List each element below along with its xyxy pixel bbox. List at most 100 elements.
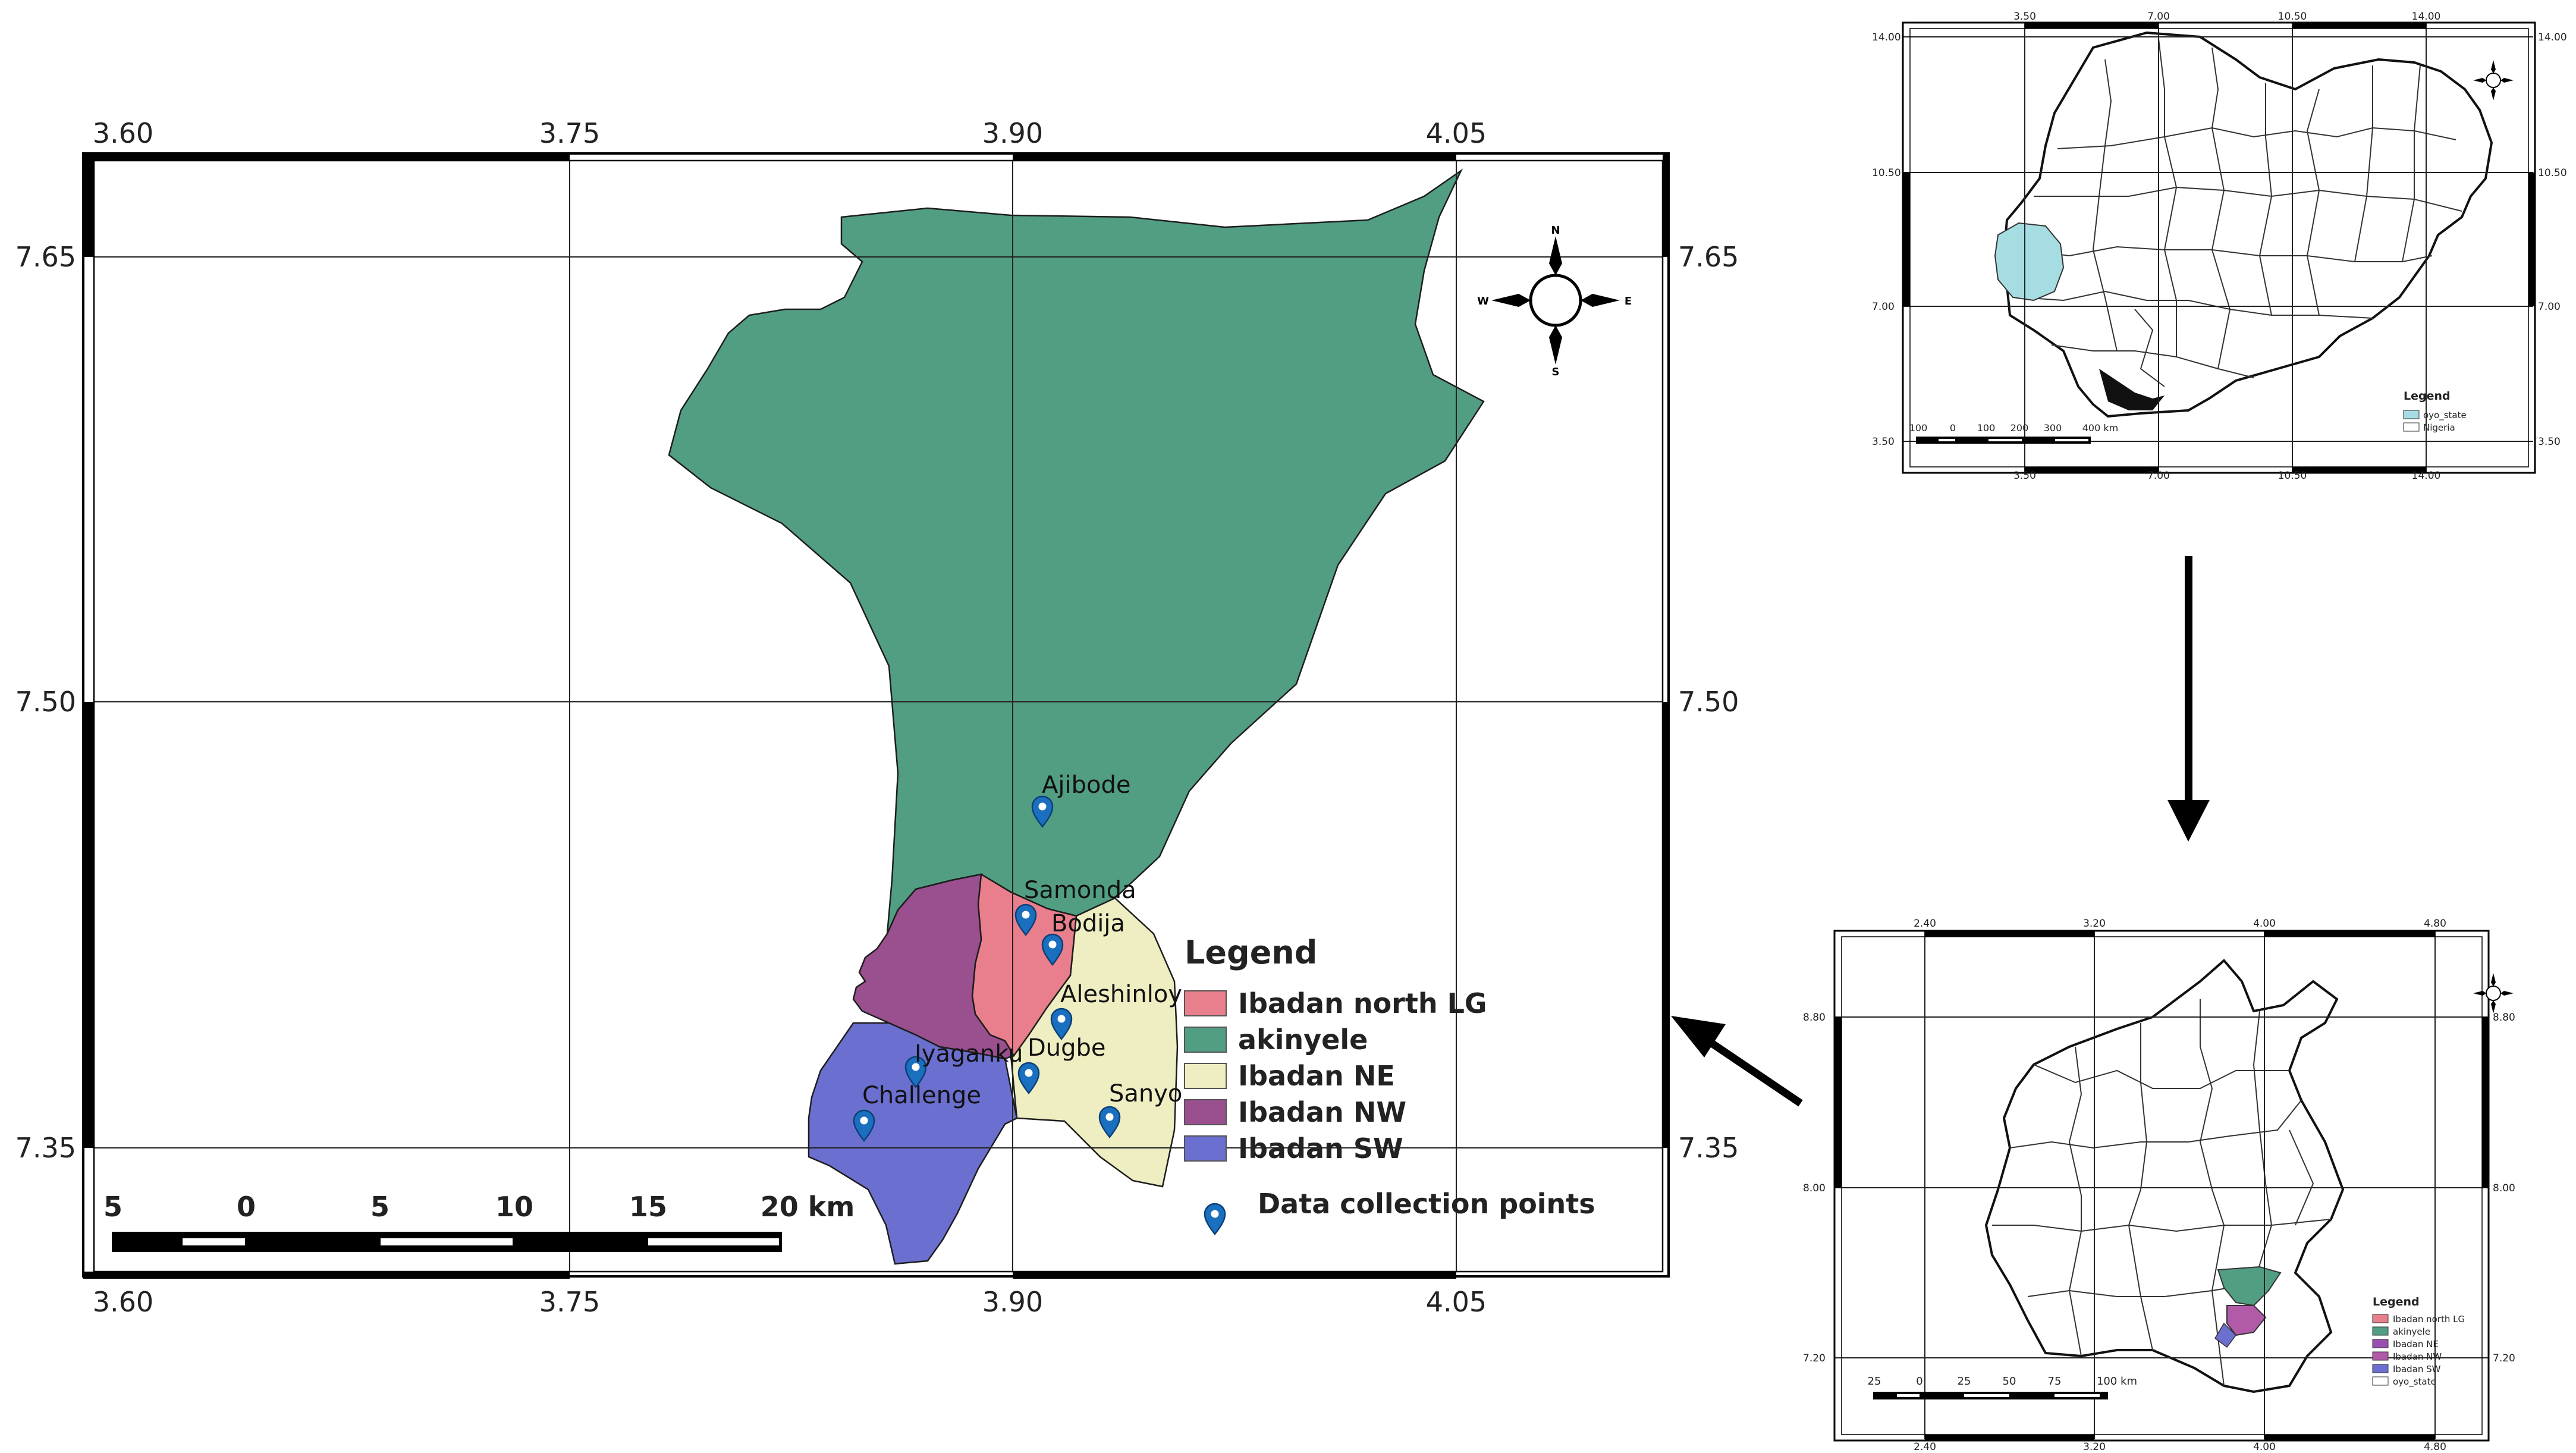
legend-swatch xyxy=(1184,1099,1227,1125)
left-tick: 7.50 xyxy=(15,686,76,718)
legend-label: akinyele xyxy=(1238,1024,1368,1056)
oyo-legend: Legend Ibadan north LG akinyele Ibadan N… xyxy=(2372,1295,2465,1388)
bottom-tick: 10.50 xyxy=(2278,470,2307,482)
data-collection-points: Ajibode Samonda Bodija Aleshinloy Dugbe … xyxy=(853,771,1182,1142)
legend-item: akinyele xyxy=(1184,1024,1368,1056)
top-tick: 4.05 xyxy=(1426,117,1487,149)
legend-swatch xyxy=(1184,1027,1227,1053)
right-tick: 7.00 xyxy=(2538,301,2561,313)
point-label: Bodija xyxy=(1051,910,1125,937)
legend-label: Ibadan north LG xyxy=(1238,987,1487,1019)
legend-item: Ibadan NW xyxy=(1184,1096,1406,1128)
legend-label: Ibadan NW xyxy=(1238,1096,1406,1128)
main-legend: Legend Ibadan north LG akinyele Ibadan N… xyxy=(1174,934,1595,1235)
oyo-state-outline xyxy=(1984,959,2345,1394)
scale-label: 0 xyxy=(1950,422,1956,434)
left-tick: 7.20 xyxy=(1803,1352,1826,1364)
bottom-tick: 14.00 xyxy=(2412,470,2441,482)
bottom-tick: 3.20 xyxy=(2083,1441,2106,1453)
point-label: Sanyo xyxy=(1109,1080,1182,1107)
point-label: Challenge xyxy=(862,1082,981,1109)
scale-label: 100 km xyxy=(2097,1375,2137,1388)
scale-label: 0 xyxy=(237,1191,256,1223)
legend-swatch xyxy=(2372,1351,2389,1361)
right-tick: 3.50 xyxy=(2538,436,2561,448)
top-tick: 3.75 xyxy=(539,117,600,149)
compass-north: N xyxy=(1551,224,1560,237)
scale-label: 400 km xyxy=(2082,422,2118,434)
top-tick: 4.00 xyxy=(2253,918,2276,930)
scale-label: 200 xyxy=(2010,422,2029,434)
legend-label: Ibadan NE xyxy=(2393,1339,2439,1350)
bottom-tick: 7.00 xyxy=(2147,470,2170,482)
legend-title: Legend xyxy=(1185,934,1317,971)
legend-label: Ibadan NE xyxy=(1238,1060,1395,1092)
scale-bar: 100 0 100 200 300 400 km xyxy=(1909,422,2118,444)
right-tick: 8.80 xyxy=(2493,1012,2515,1024)
scale-label: 75 xyxy=(2048,1375,2062,1388)
right-tick: 7.65 xyxy=(1678,241,1739,273)
arrow-down-icon xyxy=(2167,556,2210,842)
scale-label: 10 xyxy=(495,1191,533,1223)
region-ibadan-nw xyxy=(852,873,1015,1060)
legend-swatch xyxy=(2403,410,2420,419)
scale-bar: 25 0 25 50 75 100 km xyxy=(1868,1375,2137,1399)
legend-swatch xyxy=(2372,1339,2389,1348)
legend-label: Data collection points xyxy=(1258,1188,1595,1220)
arrow-left-icon xyxy=(1671,1016,1803,1107)
scale-label: 100 xyxy=(1977,422,1996,434)
legend-item: Ibadan north LG xyxy=(1184,987,1487,1019)
right-tick: 10.50 xyxy=(2538,167,2567,179)
legend-label: Ibadan NW xyxy=(2393,1351,2442,1362)
top-tick: 10.50 xyxy=(2278,11,2307,23)
delta-coast xyxy=(2099,369,2165,410)
legend-swatch xyxy=(2403,422,2420,432)
scale-label: 25 xyxy=(1958,1375,1971,1388)
top-tick: 2.40 xyxy=(1914,918,1936,930)
top-tick: 3.20 xyxy=(2083,918,2106,930)
scale-label: 20 km xyxy=(761,1191,855,1223)
right-tick: 8.00 xyxy=(2493,1182,2515,1194)
legend-swatch xyxy=(1184,1135,1227,1162)
legend-item: Ibadan SW xyxy=(1184,1132,1403,1165)
main-map: 3.60 3.75 3.90 4.05 3.60 3.75 3.90 4.05 … xyxy=(15,117,1739,1318)
scale-bar: 5 0 5 10 15 20 km xyxy=(103,1191,855,1252)
left-tick: 7.65 xyxy=(15,241,76,273)
region-akinyele xyxy=(668,168,1485,934)
bottom-tick: 4.05 xyxy=(1426,1286,1487,1318)
lga-boundaries xyxy=(1992,999,2332,1386)
scale-label: 5 xyxy=(370,1191,389,1223)
region-ibadan-sw xyxy=(808,1022,1018,1265)
point-ajibode: Ajibode xyxy=(1031,771,1130,828)
point-iyaganku: Iyaganku xyxy=(904,1040,1023,1088)
point-bodija: Bodija xyxy=(1041,910,1125,966)
top-tick: 3.50 xyxy=(2013,11,2036,23)
top-tick: 4.80 xyxy=(2424,918,2446,930)
scale-label: 50 xyxy=(2003,1375,2016,1388)
scale-label: 25 xyxy=(1868,1375,1881,1388)
point-label: Samonda xyxy=(1024,877,1136,904)
ibadan-highlight xyxy=(2226,1305,2267,1336)
legend-swatch xyxy=(1184,990,1227,1016)
left-tick: 7.00 xyxy=(1872,301,1895,313)
legend-title: Legend xyxy=(2373,1295,2420,1308)
point-label: Aleshinloy xyxy=(1060,981,1182,1008)
point-aleshinloye: Aleshinloy xyxy=(1050,981,1182,1040)
legend-label: akinyele xyxy=(2393,1326,2430,1337)
point-samonda: Samonda xyxy=(1014,877,1136,936)
point-sanyo: Sanyo xyxy=(1098,1080,1182,1138)
compass-west: W xyxy=(1477,295,1489,307)
left-tick: 10.50 xyxy=(1872,167,1901,179)
left-tick: 14.00 xyxy=(1872,32,1901,43)
compass-rose-icon: N S E W xyxy=(1477,224,1632,378)
bottom-tick: 4.00 xyxy=(2253,1441,2276,1453)
bottom-tick: 3.90 xyxy=(982,1286,1043,1318)
point-label: Iyaganku xyxy=(915,1040,1023,1068)
state-boundaries xyxy=(2021,38,2462,387)
legend-label: oyo_state xyxy=(2393,1376,2436,1388)
oyo-state-highlight xyxy=(1994,222,2065,302)
compass-east: E xyxy=(1625,295,1632,307)
compass-south: S xyxy=(1552,366,1560,378)
legend-label: Ibadan SW xyxy=(1238,1132,1403,1165)
